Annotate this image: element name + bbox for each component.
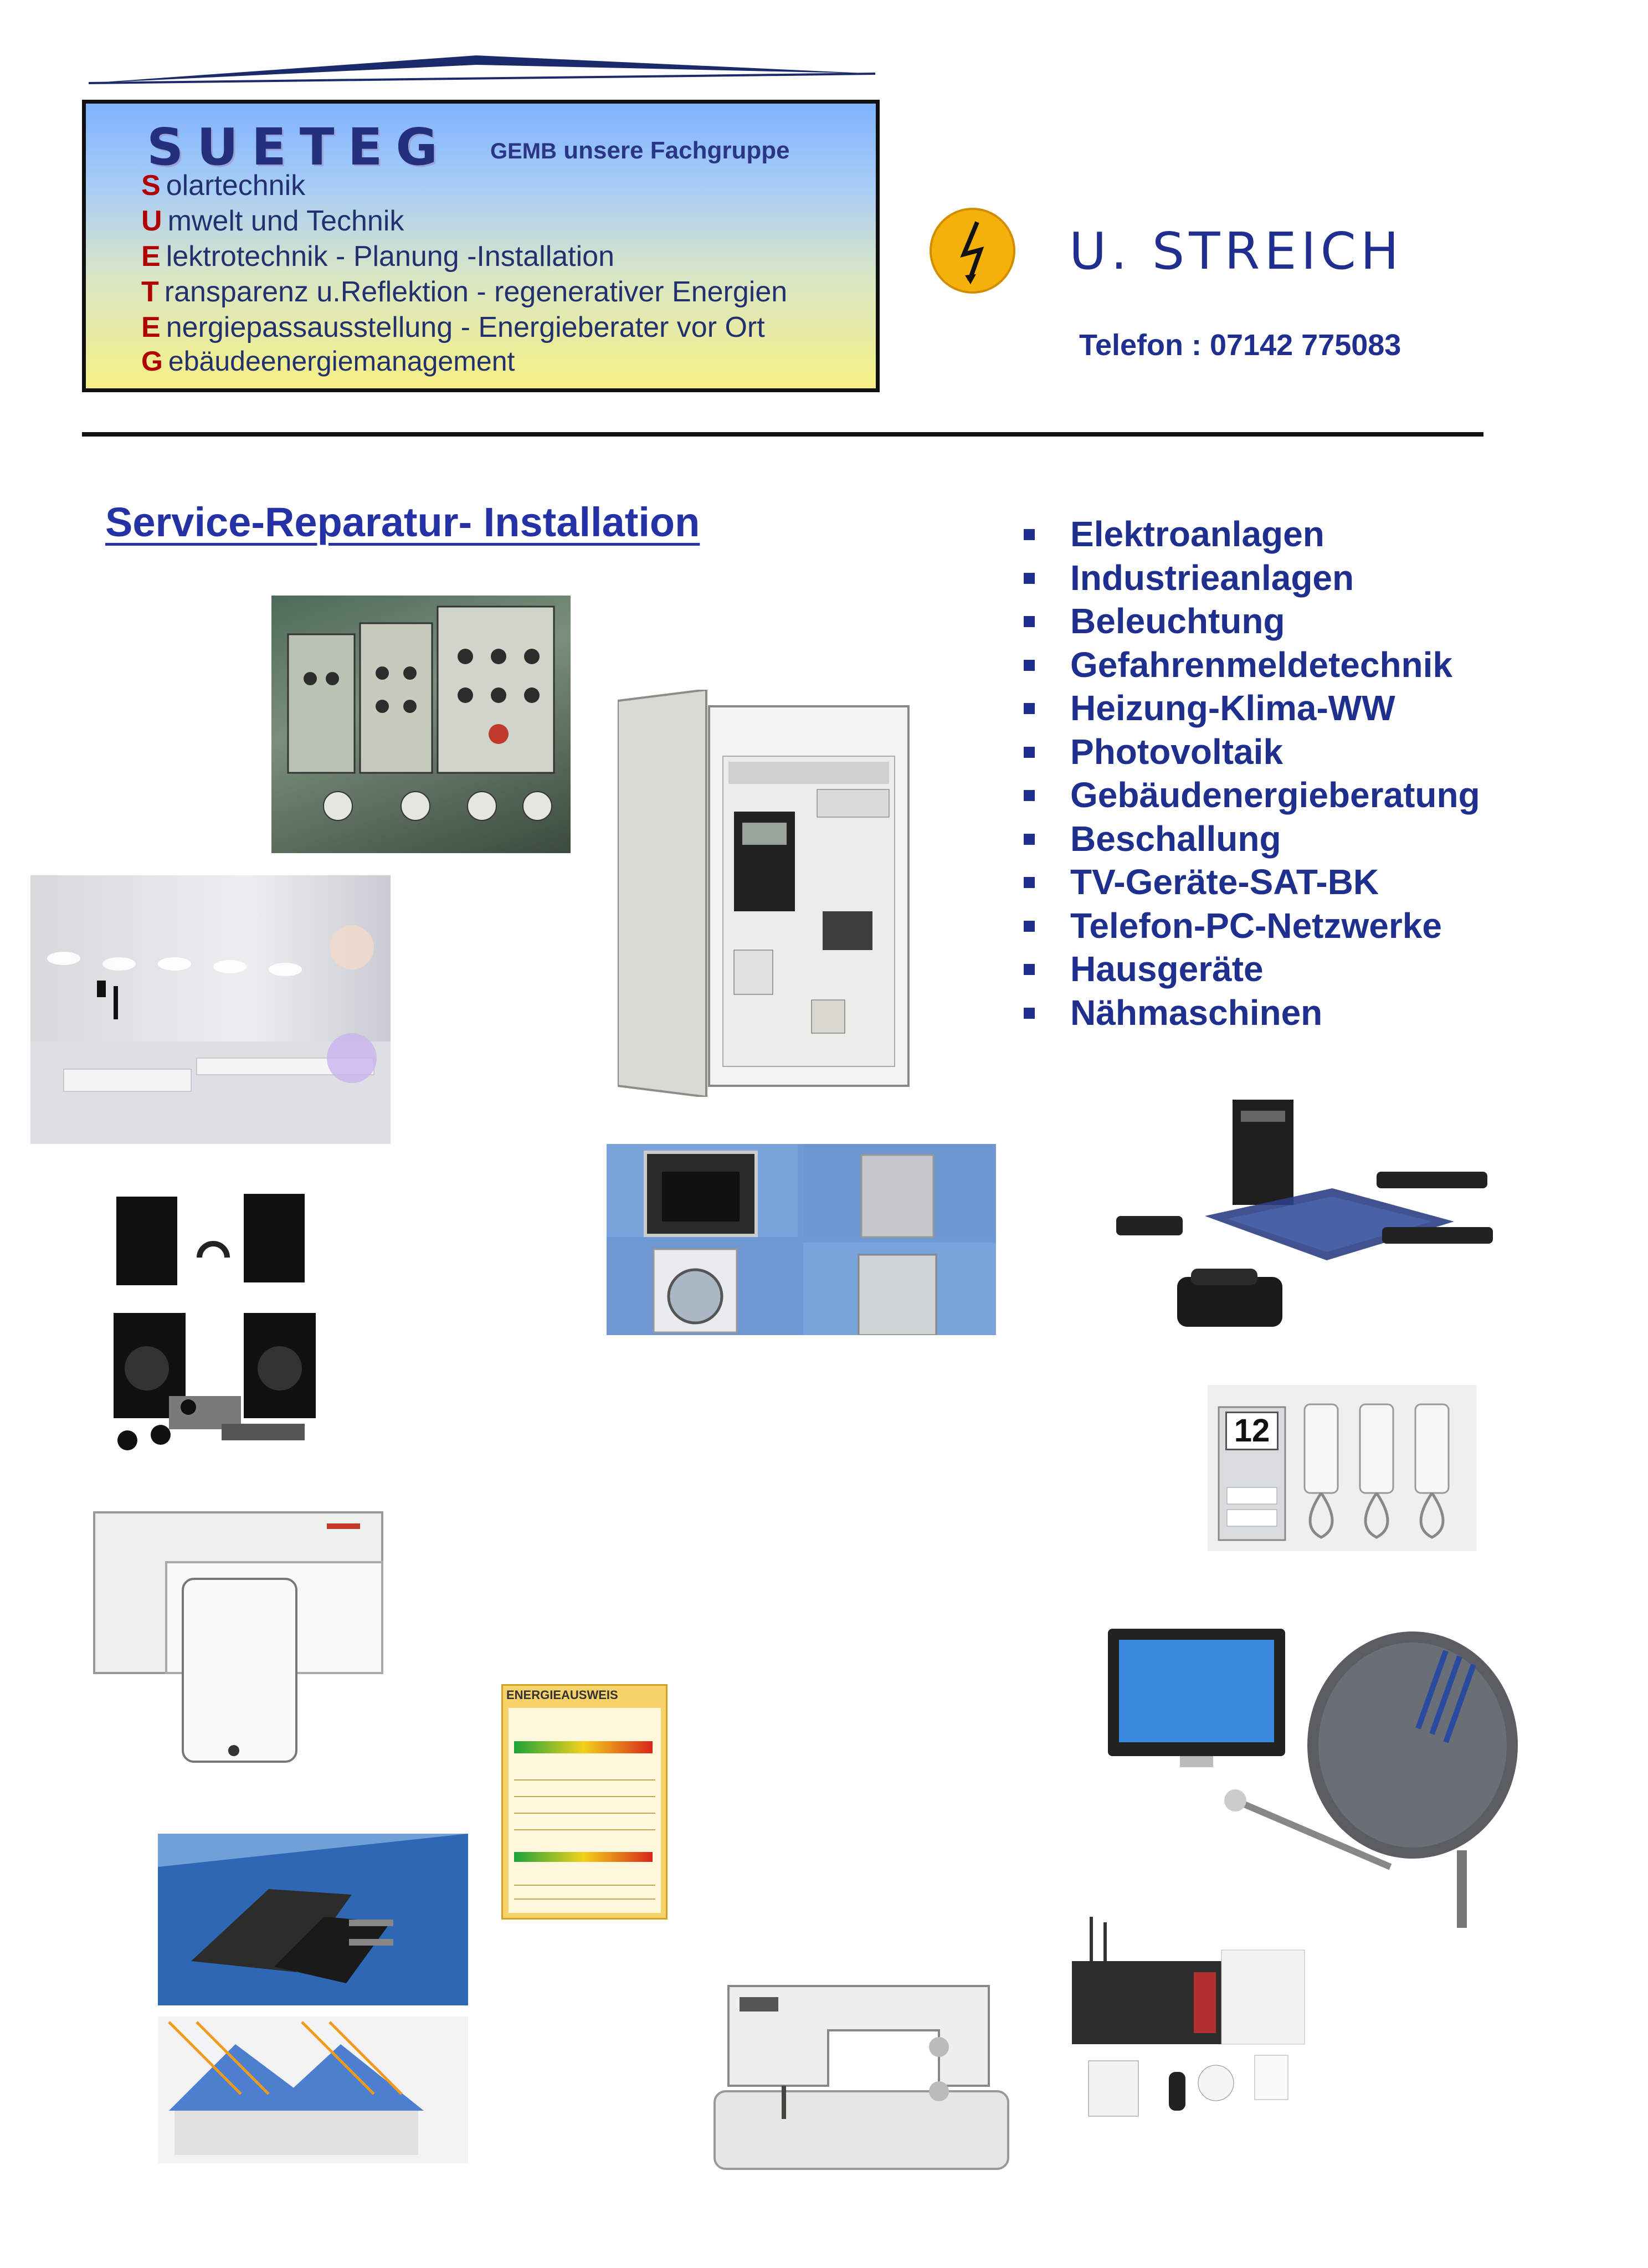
alarm-system-image — [1072, 1917, 1354, 2122]
bullet-icon — [1024, 920, 1035, 932]
service-item: Heizung-Klima-WW — [1019, 686, 1480, 730]
lightning-bolt-icon — [930, 208, 1015, 294]
intercom-image: 12 — [1208, 1385, 1476, 1551]
bullet-icon — [1024, 746, 1035, 758]
service-item: Industrieanlagen — [1019, 556, 1480, 600]
company-name: U. STREICH — [1069, 222, 1404, 281]
bullet-icon — [1024, 964, 1035, 975]
sewing-machine-image — [712, 1964, 1014, 2177]
service-item: Elektroanlagen — [1019, 512, 1480, 556]
bullet-icon — [1024, 529, 1035, 540]
interior-lighting-image — [30, 875, 391, 1144]
bullet-icon — [1024, 703, 1035, 714]
service-item: Gebäudenergieberatung — [1019, 773, 1480, 817]
gemb-prefix: GEMB — [490, 139, 557, 163]
electrical-cabinet-image — [618, 690, 917, 1097]
company-phone: Telefon : 07142 775083 — [1079, 329, 1401, 362]
industrial-panel-image — [271, 596, 571, 853]
photovoltaic-image — [158, 1834, 468, 2163]
bullet-icon — [1024, 616, 1035, 627]
service-item: TV-Geräte-SAT-BK — [1019, 860, 1480, 904]
tv-satellite-image — [1102, 1618, 1529, 1928]
household-appliances-image — [607, 1144, 996, 1335]
heating-boiler-image — [89, 1507, 388, 1764]
intercom-number: 12 — [1225, 1412, 1279, 1450]
gemb-suffix: unsere Fachgruppe — [563, 137, 790, 164]
bullet-icon — [1024, 1007, 1035, 1019]
service-list: Elektroanlagen Industrieanlagen Beleucht… — [1019, 512, 1480, 1034]
bullet-icon — [1024, 833, 1035, 845]
page-heading: Service-Reparatur- Installation — [105, 499, 700, 545]
bullet-icon — [1024, 877, 1035, 888]
sueteg-title: SUETEG — [147, 117, 451, 177]
service-item: Photovoltaik — [1019, 730, 1480, 774]
header-divider — [82, 432, 1483, 437]
pc-network-phones-image — [1100, 1094, 1504, 1354]
bullet-icon — [1024, 790, 1035, 801]
service-item: Beleuchtung — [1019, 599, 1480, 643]
pa-sound-system-image — [105, 1191, 332, 1457]
energy-certificate-image: ENERGIEAUSWEIS — [501, 1684, 668, 1920]
service-item: Telefon-PC-Netzwerke — [1019, 904, 1480, 948]
service-item: Hausgeräte — [1019, 947, 1480, 991]
bullet-icon — [1024, 659, 1035, 671]
energy-certificate-title: ENERGIEAUSWEIS — [506, 1688, 618, 1702]
service-item: Nähmaschinen — [1019, 991, 1480, 1035]
gemb-tagline: GEMB unsere Fachgruppe — [490, 137, 790, 165]
service-item: Gefahrenmeldetechnik — [1019, 643, 1480, 687]
bullet-icon — [1024, 572, 1035, 584]
service-item: Beschallung — [1019, 817, 1480, 861]
header-roof-line — [89, 55, 875, 84]
